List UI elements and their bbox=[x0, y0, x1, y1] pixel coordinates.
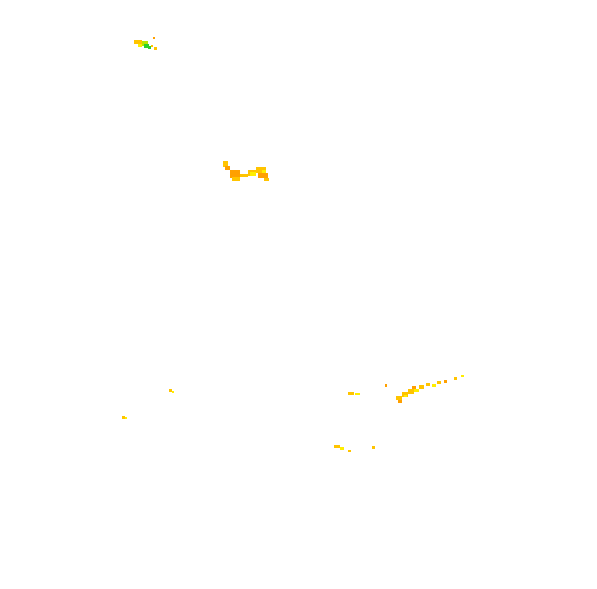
upper-central-patch bbox=[223, 161, 269, 181]
raster-cell bbox=[232, 177, 240, 181]
raster-cell bbox=[437, 381, 441, 384]
raster-cell bbox=[396, 396, 402, 400]
raster-cell bbox=[250, 172, 256, 176]
raster-cell bbox=[138, 44, 142, 47]
raster-cell bbox=[334, 445, 340, 448]
raster-cell bbox=[355, 393, 360, 395]
raster-cell bbox=[225, 166, 230, 170]
raster-cell bbox=[144, 44, 149, 48]
raster-cell bbox=[153, 37, 155, 39]
raster-cell bbox=[402, 392, 408, 397]
raster-cell bbox=[125, 417, 127, 419]
raster-cell bbox=[408, 389, 414, 394]
raster-cell bbox=[258, 173, 268, 178]
raster-cell bbox=[404, 395, 407, 397]
raster-cell bbox=[372, 446, 375, 449]
raster-cell bbox=[398, 400, 402, 403]
raster-cell bbox=[432, 384, 436, 387]
raster-cell bbox=[172, 391, 174, 393]
raster-cell bbox=[256, 167, 266, 173]
raster-cell bbox=[340, 447, 344, 450]
raster-cell bbox=[148, 46, 151, 49]
raster-cell bbox=[240, 174, 248, 177]
raster-cell bbox=[142, 41, 148, 46]
southeast-chain bbox=[348, 375, 464, 403]
northwest-patch bbox=[134, 37, 157, 50]
raster-cell bbox=[348, 450, 351, 452]
raster-cell bbox=[134, 40, 142, 44]
raster-cell bbox=[414, 389, 419, 392]
raster-cell bbox=[454, 377, 457, 380]
raster-cell bbox=[223, 161, 228, 167]
raster-cell bbox=[169, 389, 172, 392]
raster-cell bbox=[262, 170, 266, 173]
raster-cell bbox=[230, 170, 240, 178]
raster-cell bbox=[151, 45, 153, 47]
raster-cell bbox=[154, 47, 157, 50]
south-central-specks bbox=[334, 445, 375, 452]
west-specks bbox=[122, 389, 174, 419]
raster-cell bbox=[419, 385, 424, 389]
raster-cell bbox=[444, 380, 447, 383]
raster-cell bbox=[385, 384, 387, 387]
raster-cell bbox=[348, 392, 354, 395]
raster-cell bbox=[412, 386, 416, 389]
raster-cell bbox=[461, 375, 464, 377]
raster-cell bbox=[426, 383, 430, 386]
raster-cell bbox=[122, 416, 125, 419]
raster-cell bbox=[264, 178, 269, 181]
